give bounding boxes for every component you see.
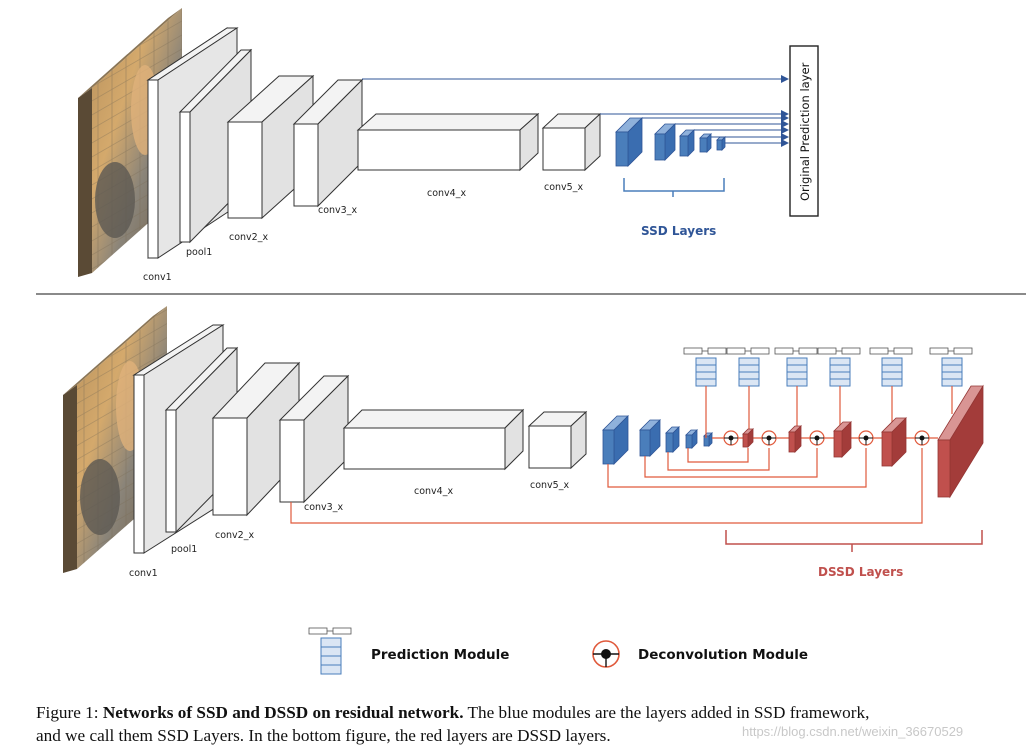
prediction-module-3 [774, 347, 818, 438]
caption-bold: Networks of SSD and DSSD on residual net… [102, 703, 464, 722]
bottom-label-conv4: conv4_x [414, 486, 453, 497]
top-label-conv1: conv1 [143, 272, 172, 283]
ssd-layers-label: SSD Layers [641, 224, 716, 238]
dssd-layer-4 [881, 417, 907, 467]
bottom-conv5-block [527, 410, 588, 470]
deconv-module-4 [858, 430, 874, 446]
legend: Prediction Module Deconvolution Module [308, 627, 808, 675]
prediction-module-stacks [683, 347, 973, 438]
caption-rest: The blue modules are the layers added in… [463, 703, 870, 722]
dssd-layer-5 [937, 384, 984, 499]
bottom-label-conv2: conv2_x [215, 530, 254, 541]
bottom-conv2-block [211, 361, 301, 517]
deconvolution-module-legend-label: Deconvolution Module [638, 647, 808, 663]
deconv-module-3 [809, 430, 825, 446]
ssd-layer-1 [615, 117, 643, 167]
top-conv3-block [292, 78, 364, 208]
top-conv4-block [356, 112, 540, 172]
prediction-module-4 [817, 347, 861, 438]
top-conv5-block [541, 112, 602, 172]
dssd-brace [725, 530, 983, 552]
deconvolution-module-legend-icon [592, 640, 620, 668]
dssd-layer-1 [742, 428, 754, 448]
top-label-conv2: conv2_x [229, 232, 268, 243]
ssd-brace [623, 178, 725, 197]
ssd-layer-3 [679, 129, 695, 157]
bottom-conv4-block [342, 408, 525, 471]
bottom-label-conv1: conv1 [129, 568, 158, 579]
dssd-layers-label: DSSD Layers [818, 565, 903, 579]
original-prediction-label: Original Prediction layer [798, 62, 812, 201]
bottom-ssd-layer-1 [602, 415, 629, 465]
bottom-label-conv5: conv5_x [530, 480, 569, 491]
prediction-module-5 [869, 347, 913, 438]
dssd-layer-3 [833, 421, 852, 458]
caption-prefix: Figure 1: [36, 703, 103, 722]
top-label-conv3: conv3_x [318, 205, 357, 216]
ssd-dssd-diagram: Original Prediction layer SSD Layers con… [36, 8, 1026, 675]
prediction-module-2 [726, 347, 770, 438]
dssd-layer-2 [788, 425, 802, 453]
figure-caption: Figure 1: Networks of SSD and DSSD on re… [36, 701, 1026, 747]
bottom-label-pool1: pool1 [171, 544, 197, 555]
top-network: Original Prediction layer SSD Layers con… [78, 8, 819, 283]
prediction-module-legend-label: Prediction Module [371, 647, 509, 663]
top-prediction-arrows [362, 75, 789, 147]
top-label-pool1: pool1 [186, 247, 212, 258]
deconv-module-2 [761, 430, 777, 446]
top-label-conv4: conv4_x [427, 188, 466, 199]
ssd-layer-5 [716, 136, 726, 151]
deconv-module-5 [914, 430, 930, 446]
caption-line2: and we call them SSD Layers. In the bott… [36, 726, 611, 745]
bottom-ssd-layer-blocks [602, 415, 713, 465]
dssd-skip-connections [290, 448, 923, 524]
deconv-module-1 [723, 430, 739, 446]
bottom-ssd-layer-3 [665, 426, 680, 453]
bottom-ssd-layer-5 [703, 432, 713, 447]
bottom-network: DSSD Layers conv1 pool1 conv2_x conv3_x … [63, 306, 984, 579]
dssd-layer-blocks [742, 384, 984, 499]
prediction-module-1 [683, 347, 727, 438]
prediction-module-6 [929, 347, 973, 414]
watermark: https://blog.csdn.net/weixin_36670529 [742, 724, 964, 739]
top-label-conv5: conv5_x [544, 182, 583, 193]
bottom-label-conv3: conv3_x [304, 502, 343, 513]
ssd-layer-4 [699, 133, 712, 153]
prediction-module-legend-icon [308, 627, 352, 675]
ssd-layer-blocks [615, 117, 726, 167]
bottom-ssd-layer-4 [685, 429, 698, 449]
ssd-layer-2 [654, 123, 676, 161]
original-prediction-layer [789, 45, 819, 217]
deconvolution-modules [723, 430, 930, 446]
bottom-ssd-layer-2 [639, 419, 661, 457]
